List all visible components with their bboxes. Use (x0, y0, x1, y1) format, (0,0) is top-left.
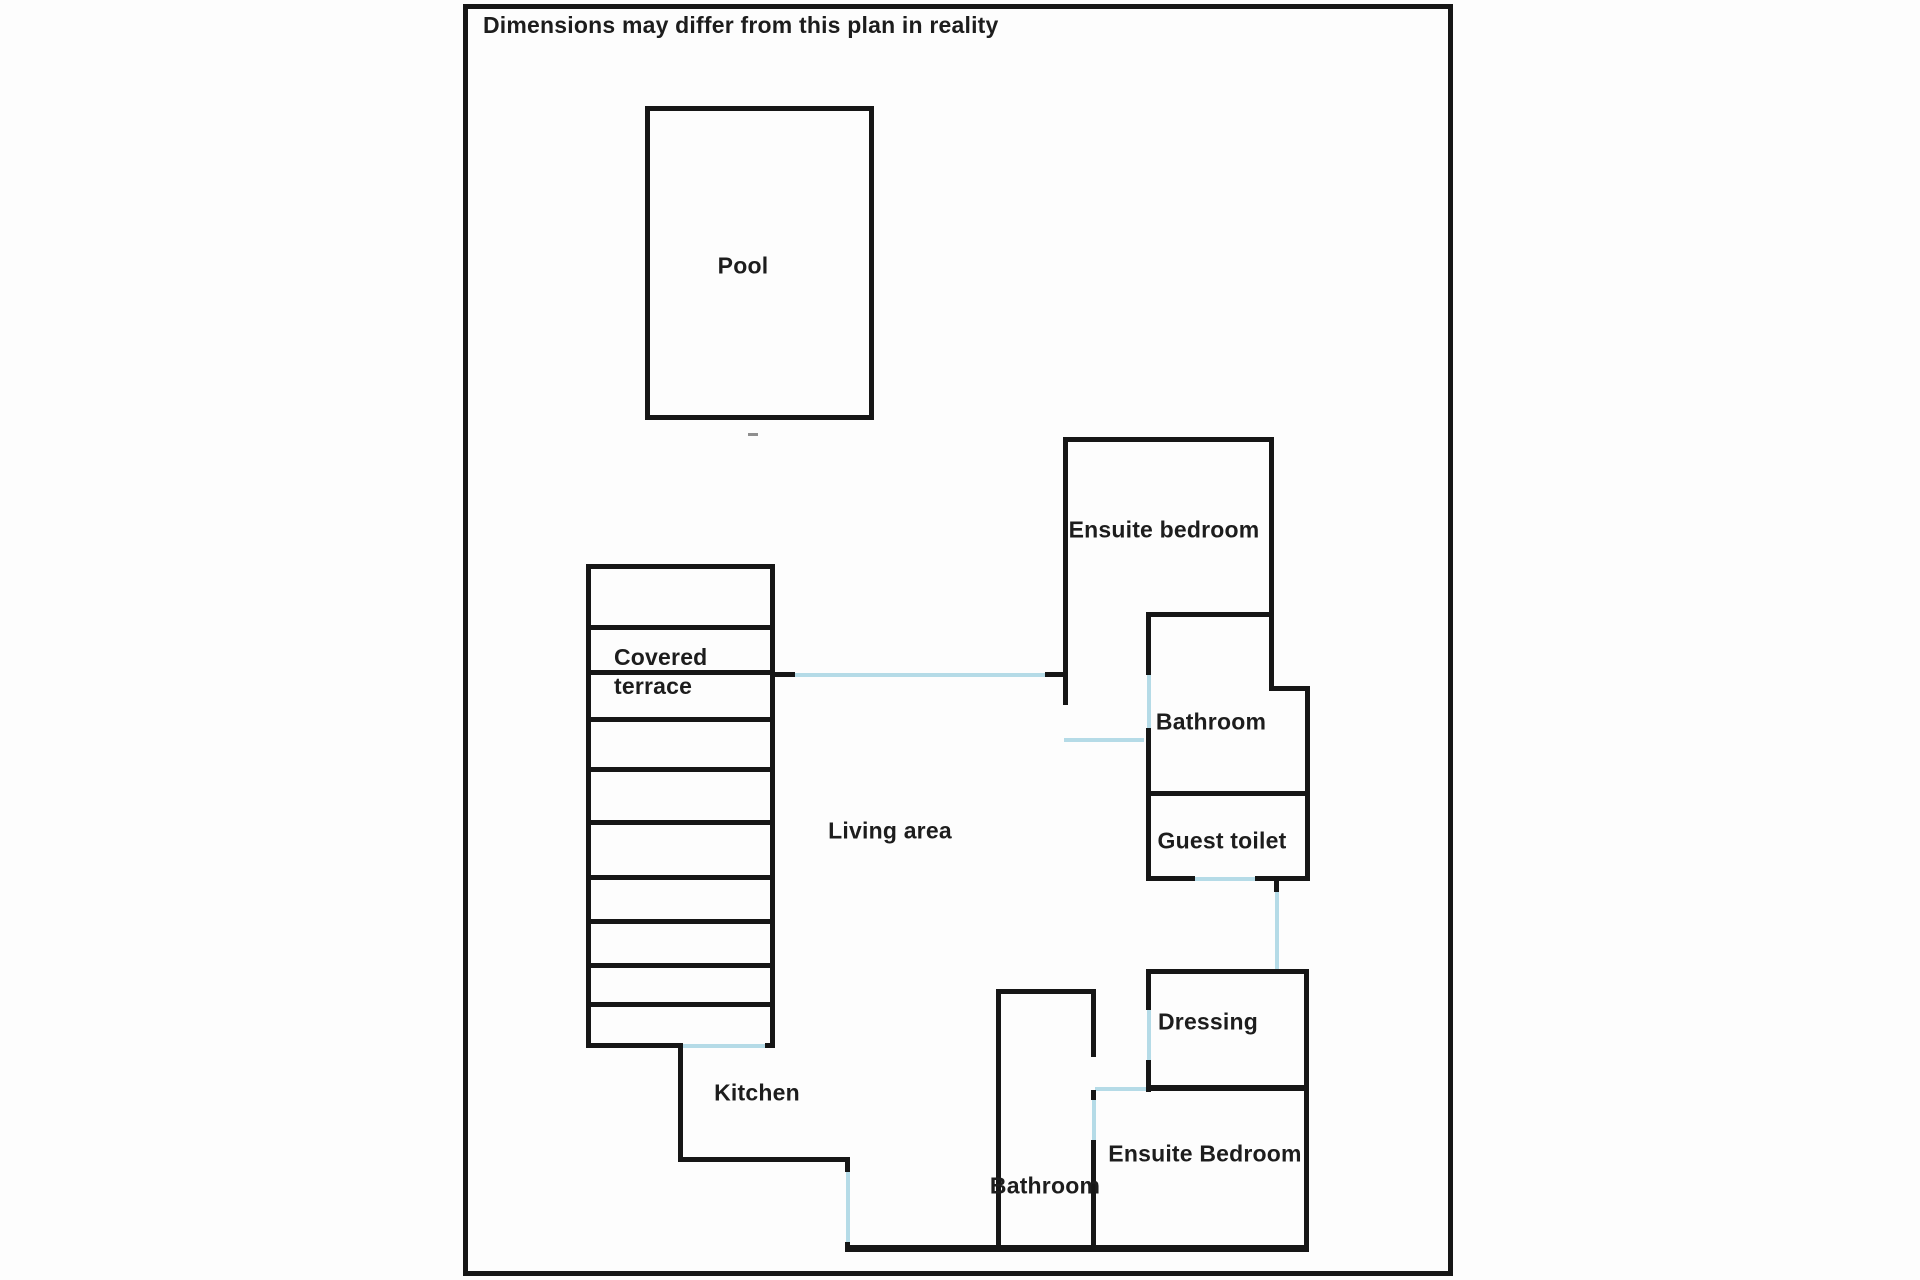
bathroom-guest-toilet-divider (1146, 791, 1310, 796)
terrace-slat-3 (586, 717, 775, 722)
terrace-patio-door (682, 1044, 767, 1048)
pool-outline (645, 106, 874, 420)
guest-toilet-bottom-wall-left (1146, 876, 1195, 881)
ensuite-bedroom-left-wall (1063, 437, 1068, 705)
room-label-living-area: Living area (828, 817, 952, 844)
dressing-left-wall-upper (1146, 969, 1151, 1010)
ensuite-bedroom-right-wall (1269, 437, 1274, 691)
pool-mark (748, 433, 758, 436)
plan-title: Dimensions may differ from this plan in … (483, 12, 999, 38)
terrace-slat-5 (586, 820, 775, 825)
bathroom-left-wall-lower (1146, 728, 1151, 881)
terrace-slat-6 (586, 875, 775, 880)
terrace-bottom-corner (765, 1043, 775, 1048)
bathroom2-door (1092, 1100, 1096, 1140)
terrace-bottom-wall (586, 1043, 682, 1048)
bathroom2-right-wall-upper (1091, 989, 1096, 1057)
room-label-bathroom-right: Bathroom (1155, 708, 1267, 735)
terrace-slat-8 (586, 963, 775, 968)
terrace-slat-1 (586, 625, 775, 630)
kitchen-corner (845, 1242, 850, 1252)
bathroom2-right-wall-nub (1091, 1090, 1096, 1100)
dressing-bottom-wall (1146, 1085, 1304, 1091)
room-label-bathroom-bottom: Bathroom (989, 1172, 1101, 1199)
terrace-slat-7 (586, 919, 775, 924)
bathroom-step-wall (1269, 686, 1310, 691)
ensuite-bedroom-bottom-door (1095, 1087, 1146, 1091)
dressing-left-wall-lower (1146, 1060, 1151, 1092)
bathroom2-left-wall (996, 989, 1001, 1250)
room-label-pool: Pool (717, 252, 769, 279)
room-label-ensuite-bedroom-bottom: Ensuite Bedroom (1108, 1140, 1302, 1167)
bathroom-door (1147, 675, 1151, 728)
kitchen-door (846, 1172, 850, 1242)
terrace-top-wall (586, 564, 775, 569)
living-hall-door (1064, 738, 1144, 742)
bathroom2-right-wall-lower (1091, 1140, 1096, 1250)
bathroom-left-wall-upper (1146, 612, 1151, 675)
guest-toilet-bottom-wall-right (1255, 876, 1310, 881)
terrace-living-wall-segment (770, 672, 795, 677)
kitchen-wall-stub (845, 1157, 850, 1172)
room-label-guest-toilet: Guest toilet (1157, 827, 1287, 854)
bedroom-wall-segment (1045, 672, 1068, 677)
dressing-right-wall (1304, 969, 1309, 1252)
terrace-left-wall (586, 564, 591, 1048)
room-label-covered: Covered (614, 644, 708, 670)
terrace-slat-9 (586, 1002, 775, 1007)
ensuite-bedroom-top-wall (1063, 437, 1274, 442)
south-bottom-wall (845, 1245, 1309, 1252)
bathroom2-top-wall (996, 989, 1096, 994)
kitchen-left-wall (678, 1043, 683, 1162)
plan-border (463, 4, 1453, 1276)
bathroom-top-wall (1146, 612, 1274, 617)
dressing-door (1147, 1010, 1151, 1060)
terrace-slat-2 (586, 670, 775, 675)
hall-door (1275, 892, 1279, 969)
room-label-ensuite-bedroom-top: Ensuite bedroom (1068, 516, 1260, 543)
east-outer-wall (1305, 686, 1310, 881)
hall-wall-stub (1274, 876, 1279, 892)
terrace-slat-4 (586, 767, 775, 772)
room-label-dressing: Dressing (1157, 1008, 1259, 1035)
kitchen-bottom-wall (678, 1157, 850, 1162)
room-label-terrace: terrace (614, 673, 693, 699)
terrace-living-door (795, 673, 1045, 677)
guest-toilet-door (1195, 877, 1255, 881)
terrace-right-wall (770, 564, 775, 1048)
room-label-kitchen: Kitchen (714, 1079, 800, 1106)
dressing-top-wall (1146, 969, 1309, 974)
